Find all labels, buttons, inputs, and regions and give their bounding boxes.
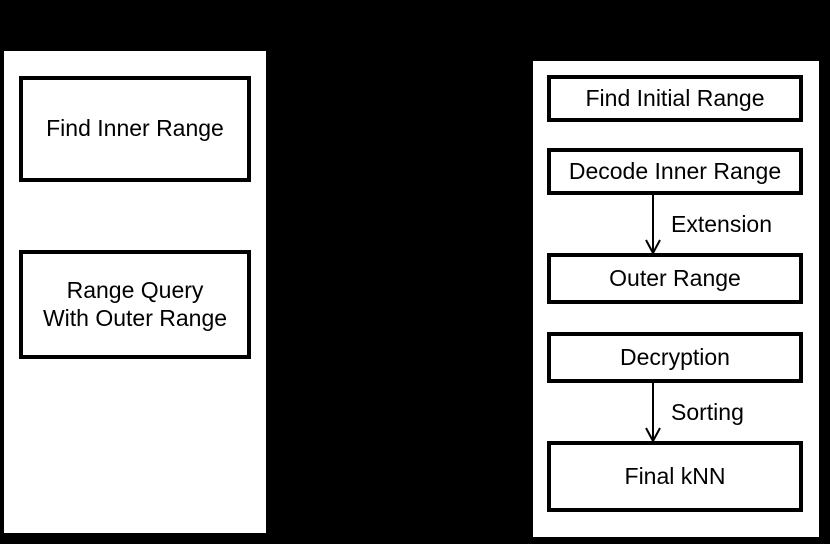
box-decryption[interactable]: Decryption — [547, 332, 803, 383]
arrow-down-sorting-icon — [643, 381, 673, 443]
left-panel: Find Inner Range Range Query With Outer … — [4, 51, 266, 533]
arrow-down-extension-icon — [643, 193, 673, 255]
box-find-initial-range[interactable]: Find Initial Range — [547, 75, 803, 122]
arrow-down-icon — [645, 193, 661, 255]
arrow-down-icon — [645, 381, 661, 443]
box-outer-range[interactable]: Outer Range — [547, 253, 803, 304]
box-range-query-with-outer-range[interactable]: Range Query With Outer Range — [19, 250, 251, 359]
arrow-label-sorting: Sorting — [671, 399, 744, 425]
box-final-knn[interactable]: Final kNN — [547, 441, 803, 512]
box-decode-inner-range[interactable]: Decode Inner Range — [547, 148, 803, 195]
box-find-inner-range[interactable]: Find Inner Range — [19, 76, 251, 182]
arrow-label-extension: Extension — [671, 211, 773, 237]
right-panel: Find Initial Range Decode Inner Range Ex… — [533, 61, 819, 537]
